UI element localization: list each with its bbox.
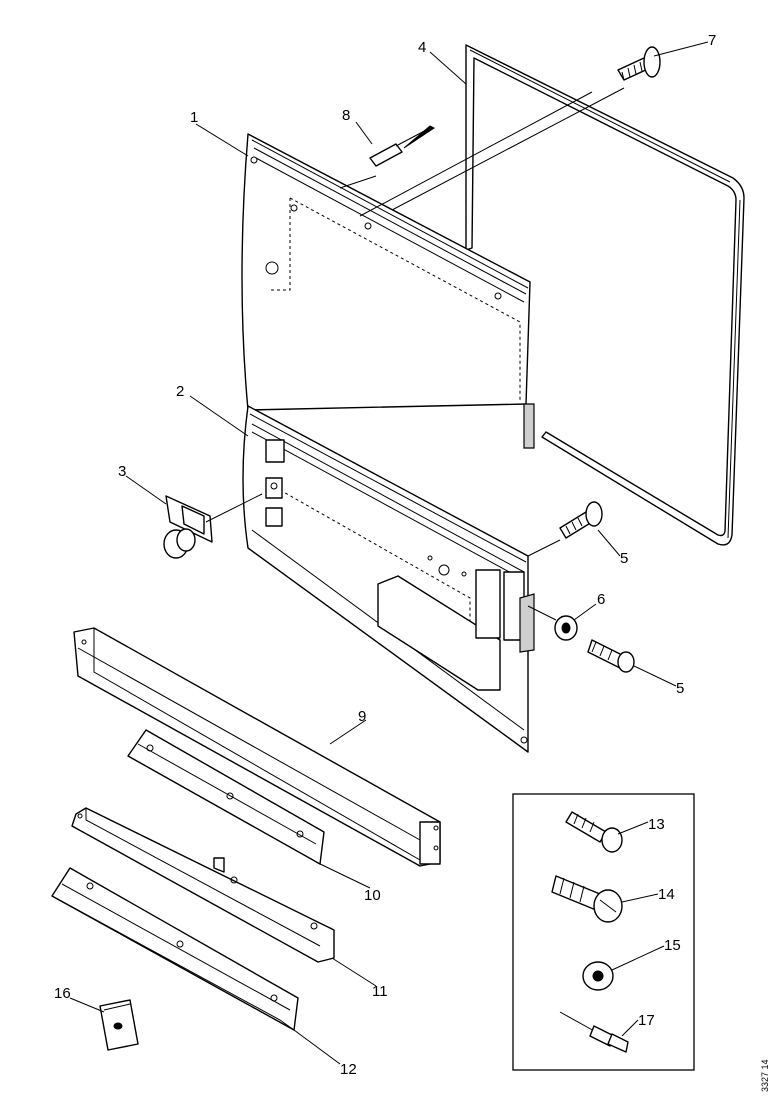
clip-16	[99, 999, 139, 1051]
callout-3: 3	[118, 463, 126, 480]
callout-17: 17	[638, 1012, 655, 1029]
callout-6: 6	[597, 591, 605, 608]
screw-5-upper	[559, 501, 603, 539]
leader-lines	[69, 41, 709, 1065]
screw-13	[565, 811, 623, 853]
callout-11: 11	[372, 983, 388, 1000]
inner-door-panel	[241, 133, 535, 449]
door-latch	[163, 493, 263, 559]
clip-pin-17	[559, 1011, 629, 1053]
callout-13: 13	[648, 816, 665, 833]
callout-7: 7	[708, 32, 716, 49]
angle-bracket-12	[51, 867, 299, 1031]
screw-14	[551, 875, 623, 923]
clip-pin-8	[369, 125, 435, 167]
hardware-inset-box	[512, 793, 695, 1071]
callout-14: 14	[658, 886, 675, 903]
callout-15: 15	[664, 937, 681, 954]
callout-8: 8	[342, 107, 350, 124]
callout-9: 9	[358, 708, 366, 725]
callout-5-lower: 5	[676, 680, 684, 697]
channel-rail-9	[73, 627, 441, 867]
door-gasket-frame	[465, 44, 745, 546]
outer-door-panel	[242, 405, 535, 753]
screw-7	[617, 46, 661, 81]
washer-6	[554, 615, 578, 641]
drawing-code: 3327 14	[760, 1059, 770, 1092]
callout-5-upper: 5	[620, 550, 628, 567]
callout-2: 2	[176, 383, 184, 400]
callout-12: 12	[340, 1061, 357, 1078]
washer-15	[582, 961, 614, 991]
callout-16: 16	[54, 985, 71, 1002]
callout-4: 4	[418, 39, 426, 56]
callout-1: 1	[190, 109, 198, 126]
screw-5-lower	[587, 639, 635, 673]
callout-10: 10	[364, 887, 381, 904]
callout-labels: 1 2 3 4 5 5 6 7 8 9 10 11 12 13 14 15 16…	[54, 32, 716, 1078]
angle-bracket-10	[127, 729, 325, 865]
bar-bracket-11	[71, 807, 335, 963]
